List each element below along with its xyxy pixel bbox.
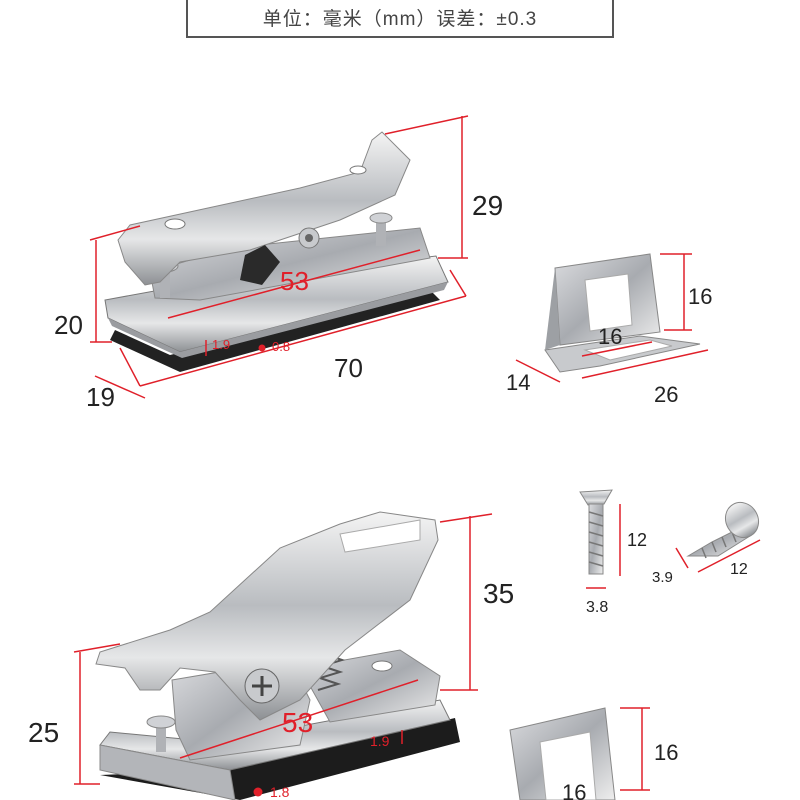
pan-head-screw-dimensions: [675, 539, 761, 573]
pan-screw-length-label: 12: [730, 561, 748, 578]
bottom-latch-inner-length-label: 53: [282, 707, 313, 738]
bottom-latch-thickness-b-label: 1.8: [270, 784, 290, 800]
bottom-strike-dimensions: [620, 707, 650, 791]
top-strike-height-label: 16: [688, 284, 712, 309]
top-strike-dimensions: [515, 253, 709, 383]
flat-screw-length-label: 12: [627, 530, 647, 550]
top-latch-image: [104, 131, 449, 372]
flat-head-screw-dimensions: [586, 504, 621, 589]
thickness-dot: [253, 787, 263, 797]
top-strike-inner-width-label: 16: [598, 324, 622, 349]
top-latch-thickness-a-label: 1.9: [212, 337, 230, 352]
bottom-strike-image: [509, 707, 616, 800]
top-strike-image: [544, 253, 701, 373]
top-strike-depth-label: 14: [506, 370, 530, 395]
top-strike-length-label: 26: [654, 382, 678, 407]
flat-screw-diameter-label: 3.8: [586, 599, 608, 616]
bottom-latch-dimensions: [73, 513, 493, 785]
bottom-latch-image: [95, 511, 460, 800]
top-latch-side-height-label: 20: [54, 310, 83, 340]
flat-head-screw-image: [579, 489, 613, 575]
top-latch-height-label: 29: [472, 190, 503, 221]
pan-screw-diameter-label: 3.9: [652, 569, 673, 586]
units-tolerance-header: 单位：毫米（mm）误差：±0.3: [186, 0, 614, 38]
top-latch-depth-label: 19: [86, 382, 115, 412]
top-latch-length-label: 70: [334, 353, 363, 383]
bottom-strike-inner-width-label: 16: [562, 780, 586, 800]
top-latch-thickness-b-label: 0.8: [272, 339, 290, 354]
bottom-latch-thickness-a-label: 1.9: [370, 733, 390, 749]
bottom-latch-side-height-label: 25: [28, 717, 59, 748]
thickness-dot: [258, 344, 266, 352]
bottom-strike-height-label: 16: [654, 740, 678, 765]
header-text: 单位：毫米（mm）误差：±0.3: [262, 8, 538, 30]
bottom-latch-height-label: 35: [483, 578, 514, 609]
top-latch-dimensions: [89, 115, 469, 399]
top-latch-inner-length-label: 53: [280, 266, 309, 296]
pan-head-screw-image: [686, 501, 760, 559]
